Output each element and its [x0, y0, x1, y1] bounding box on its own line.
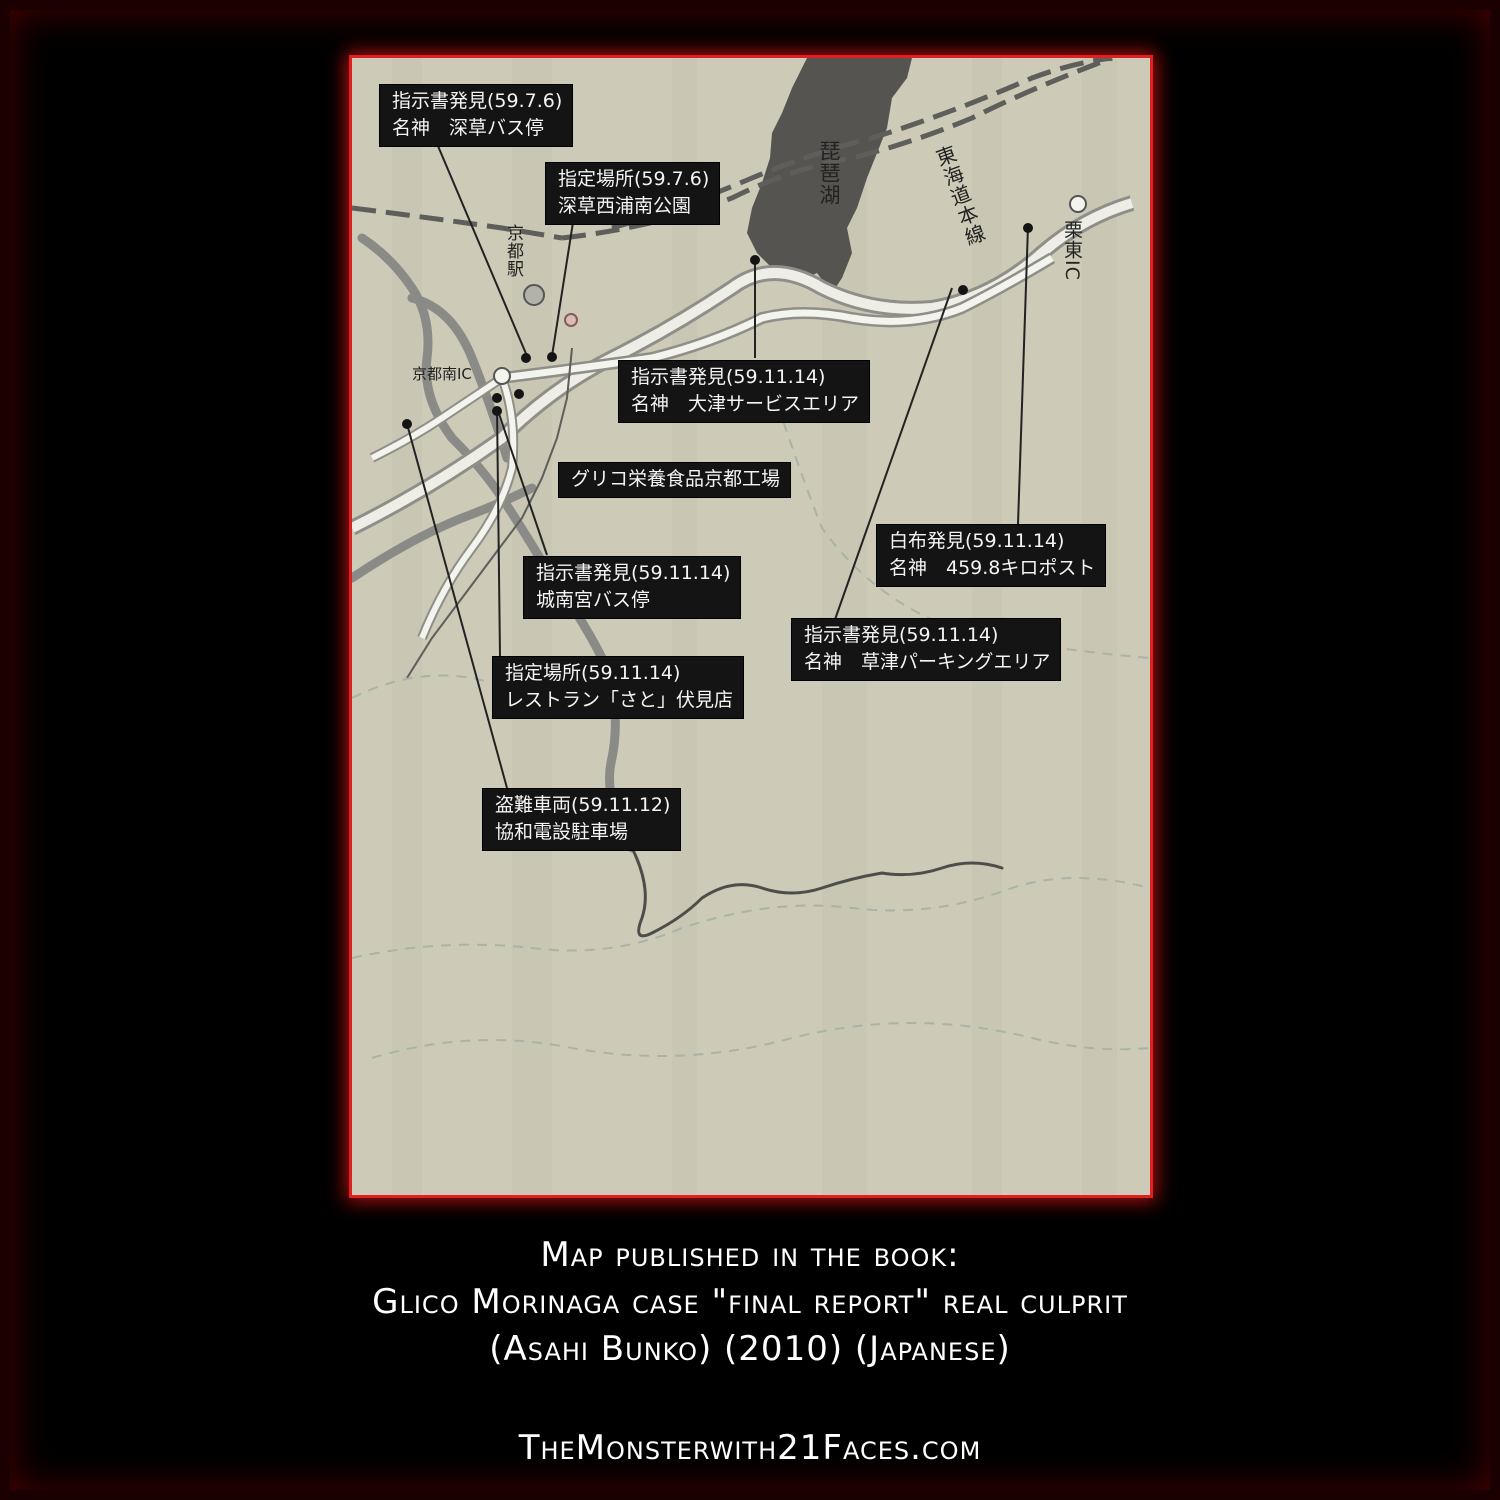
- leader-lines: [406, 145, 1029, 789]
- callout-glico-factory: グリコ栄養食品京都工場: [558, 462, 792, 498]
- location-dots: [402, 223, 1033, 429]
- callout-line: 名神 459.8キロポスト: [889, 557, 1096, 579]
- ritto-ic-marker: [1069, 195, 1087, 213]
- callout-kusatsu-parking-area: 指示書発見(59.11.14) 名神 草津パーキングエリア: [791, 618, 1062, 681]
- callout-line: 名神 深草バス停: [392, 117, 545, 139]
- lake-biwa-shape: [747, 58, 912, 293]
- river-lower: [630, 846, 1004, 938]
- caption-line-2: Glico Morinaga case "final report" real …: [372, 1282, 1128, 1322]
- dot-jonangu: [492, 393, 502, 403]
- kyoto-minami-ic-marker: [493, 367, 511, 385]
- map-panel: 京都駅 京都南IC 琵琶湖 東海道本線 栗東IC 指示書発見(59.7.6) 名…: [352, 58, 1150, 1195]
- ritto-ic-label: 栗東IC: [1061, 220, 1083, 281]
- dot-kusatsu-pa: [958, 285, 968, 295]
- callout-line: 深草西浦南公園: [558, 195, 692, 217]
- callout-line: 指示書発見(59.7.6): [392, 90, 563, 112]
- callout-line: 指示書発見(59.11.14): [804, 624, 999, 646]
- caption-line-1: Map published in the book:: [540, 1235, 960, 1275]
- dot-fukakusa-bus-stop: [521, 353, 531, 363]
- dot-restaurant-sato: [492, 406, 502, 416]
- kyoto-minami-ic-label: 京都南IC: [412, 365, 472, 383]
- railway-ticks: [406, 347, 573, 679]
- callout-459-8-kilopost: 白布発見(59.11.14) 名神 459.8キロポスト: [876, 524, 1107, 587]
- callout-fukakusa-park: 指定場所(59.7.6) 深草西浦南公園: [545, 162, 721, 225]
- callout-line: 名神 草津パーキングエリア: [804, 651, 1051, 673]
- callout-line: 協和電設駐車場: [495, 821, 629, 843]
- station-marker-pink: [564, 313, 578, 327]
- dot-glico-factory: [514, 389, 524, 399]
- callout-restaurant-sato: 指定場所(59.11.14) レストラン「さと」伏見店: [492, 656, 745, 719]
- callout-line: 盗難車両(59.11.12): [495, 794, 671, 816]
- callout-line: 白布発見(59.11.14): [889, 530, 1065, 552]
- dot-fukakusa-park: [547, 352, 557, 362]
- kyoto-station-marker: [523, 284, 545, 306]
- callout-line: 指定場所(59.11.14): [505, 662, 681, 684]
- callout-line: 名神 大津サービスエリア: [631, 393, 860, 415]
- dot-otsu-sa: [750, 255, 760, 265]
- lake-biwa-label: 琵琶湖: [817, 140, 841, 206]
- callout-line: 城南宮バス停: [536, 589, 651, 611]
- callout-jonangu-bus-stop: 指示書発見(59.11.14) 城南宮バス停: [523, 556, 742, 619]
- website-credit: TheMonsterwith21Faces.com: [518, 1428, 982, 1468]
- callout-line: グリコ栄養食品京都工場: [571, 468, 781, 490]
- callout-line: 指示書発見(59.11.14): [631, 366, 826, 388]
- callout-line: 指定場所(59.7.6): [558, 168, 710, 190]
- callout-otsu-service-area: 指示書発見(59.11.14) 名神 大津サービスエリア: [618, 360, 871, 423]
- callout-stolen-vehicle: 盗難車両(59.11.12) 協和電設駐車場: [482, 788, 682, 851]
- callout-line: レストラン「さと」伏見店: [505, 689, 734, 711]
- kyoto-station-label: 京都駅: [503, 224, 523, 278]
- dot-kyowa-parking: [402, 419, 412, 429]
- callout-fukakusa-bus-stop: 指示書発見(59.7.6) 名神 深草バス停: [379, 84, 574, 147]
- caption-line-3: (Asahi Bunko) (2010) (Japanese): [489, 1329, 1011, 1369]
- callout-line: 指示書発見(59.11.14): [536, 562, 731, 584]
- dot-459-8-kp: [1023, 223, 1033, 233]
- caption: Map published in the book: Glico Morinag…: [0, 1232, 1500, 1373]
